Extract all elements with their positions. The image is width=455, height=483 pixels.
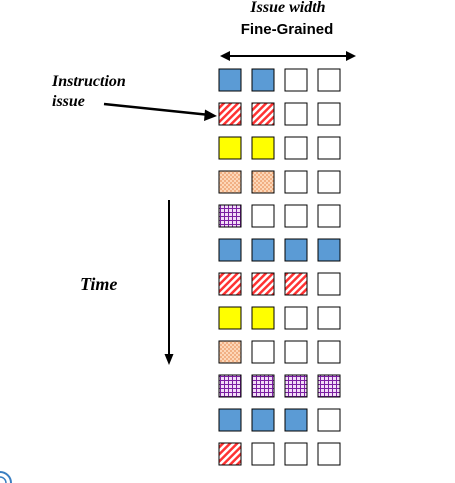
issue-slot-blue <box>251 408 275 432</box>
issue-slot-empty <box>317 102 341 126</box>
issue-slot-yellow <box>251 306 275 330</box>
issue-slot-red <box>218 442 242 466</box>
issue-slot-empty <box>251 442 275 466</box>
issue-slot-blue <box>218 408 242 432</box>
issue-slot-empty <box>284 102 308 126</box>
issue-slot-empty <box>284 306 308 330</box>
issue-slot-purple <box>251 374 275 398</box>
issue-slot-empty <box>317 272 341 296</box>
issue-slot-empty <box>317 204 341 228</box>
issue-slot-orange <box>218 170 242 194</box>
issue-slot-red <box>251 102 275 126</box>
issue-slot-empty <box>251 204 275 228</box>
issue-slot-empty <box>317 408 341 432</box>
issue-slot-empty <box>317 136 341 160</box>
issue-slot-yellow <box>251 136 275 160</box>
issue-slot-blue <box>218 68 242 92</box>
issue-slot-red <box>251 272 275 296</box>
scheme-label: Fine-Grained <box>241 21 334 38</box>
issue-slot-purple <box>218 204 242 228</box>
issue-slot-grid <box>218 68 341 466</box>
issue-slot-empty <box>284 68 308 92</box>
issue-slot-yellow <box>218 306 242 330</box>
issue-slot-yellow <box>218 136 242 160</box>
time-label: Time <box>80 274 117 294</box>
instruction-issue-label-line2: issue <box>52 93 85 110</box>
issue-slot-red <box>218 102 242 126</box>
instruction-issue-label-line1: Instruction <box>51 73 126 90</box>
issue-slot-purple <box>284 374 308 398</box>
issue-slot-empty <box>317 170 341 194</box>
issue-width-arrow <box>220 51 356 61</box>
partial-circle-logo-icon <box>0 471 12 483</box>
issue-slot-red <box>284 272 308 296</box>
issue-slot-empty <box>284 136 308 160</box>
issue-slot-empty <box>284 204 308 228</box>
issue-slot-orange <box>218 340 242 364</box>
issue-slot-empty <box>284 170 308 194</box>
issue-slot-empty <box>317 442 341 466</box>
issue-slot-blue <box>251 68 275 92</box>
issue-slot-blue <box>317 238 341 262</box>
issue-slot-purple <box>218 374 242 398</box>
issue-slot-blue <box>251 238 275 262</box>
issue-slot-blue <box>218 238 242 262</box>
issue-slot-blue <box>284 238 308 262</box>
issue-slot-empty <box>317 68 341 92</box>
issue-slot-empty <box>284 340 308 364</box>
issue-slot-empty <box>317 306 341 330</box>
issue-slot-empty <box>251 340 275 364</box>
issue-slot-red <box>218 272 242 296</box>
issue-slot-orange <box>251 170 275 194</box>
issue-slot-empty <box>317 340 341 364</box>
time-arrow <box>164 200 174 365</box>
issue-width-label: Issue width <box>249 0 325 16</box>
issue-slot-empty <box>284 442 308 466</box>
issue-slot-purple <box>317 374 341 398</box>
issue-slot-blue <box>284 408 308 432</box>
instruction-issue-arrow <box>103 102 217 121</box>
